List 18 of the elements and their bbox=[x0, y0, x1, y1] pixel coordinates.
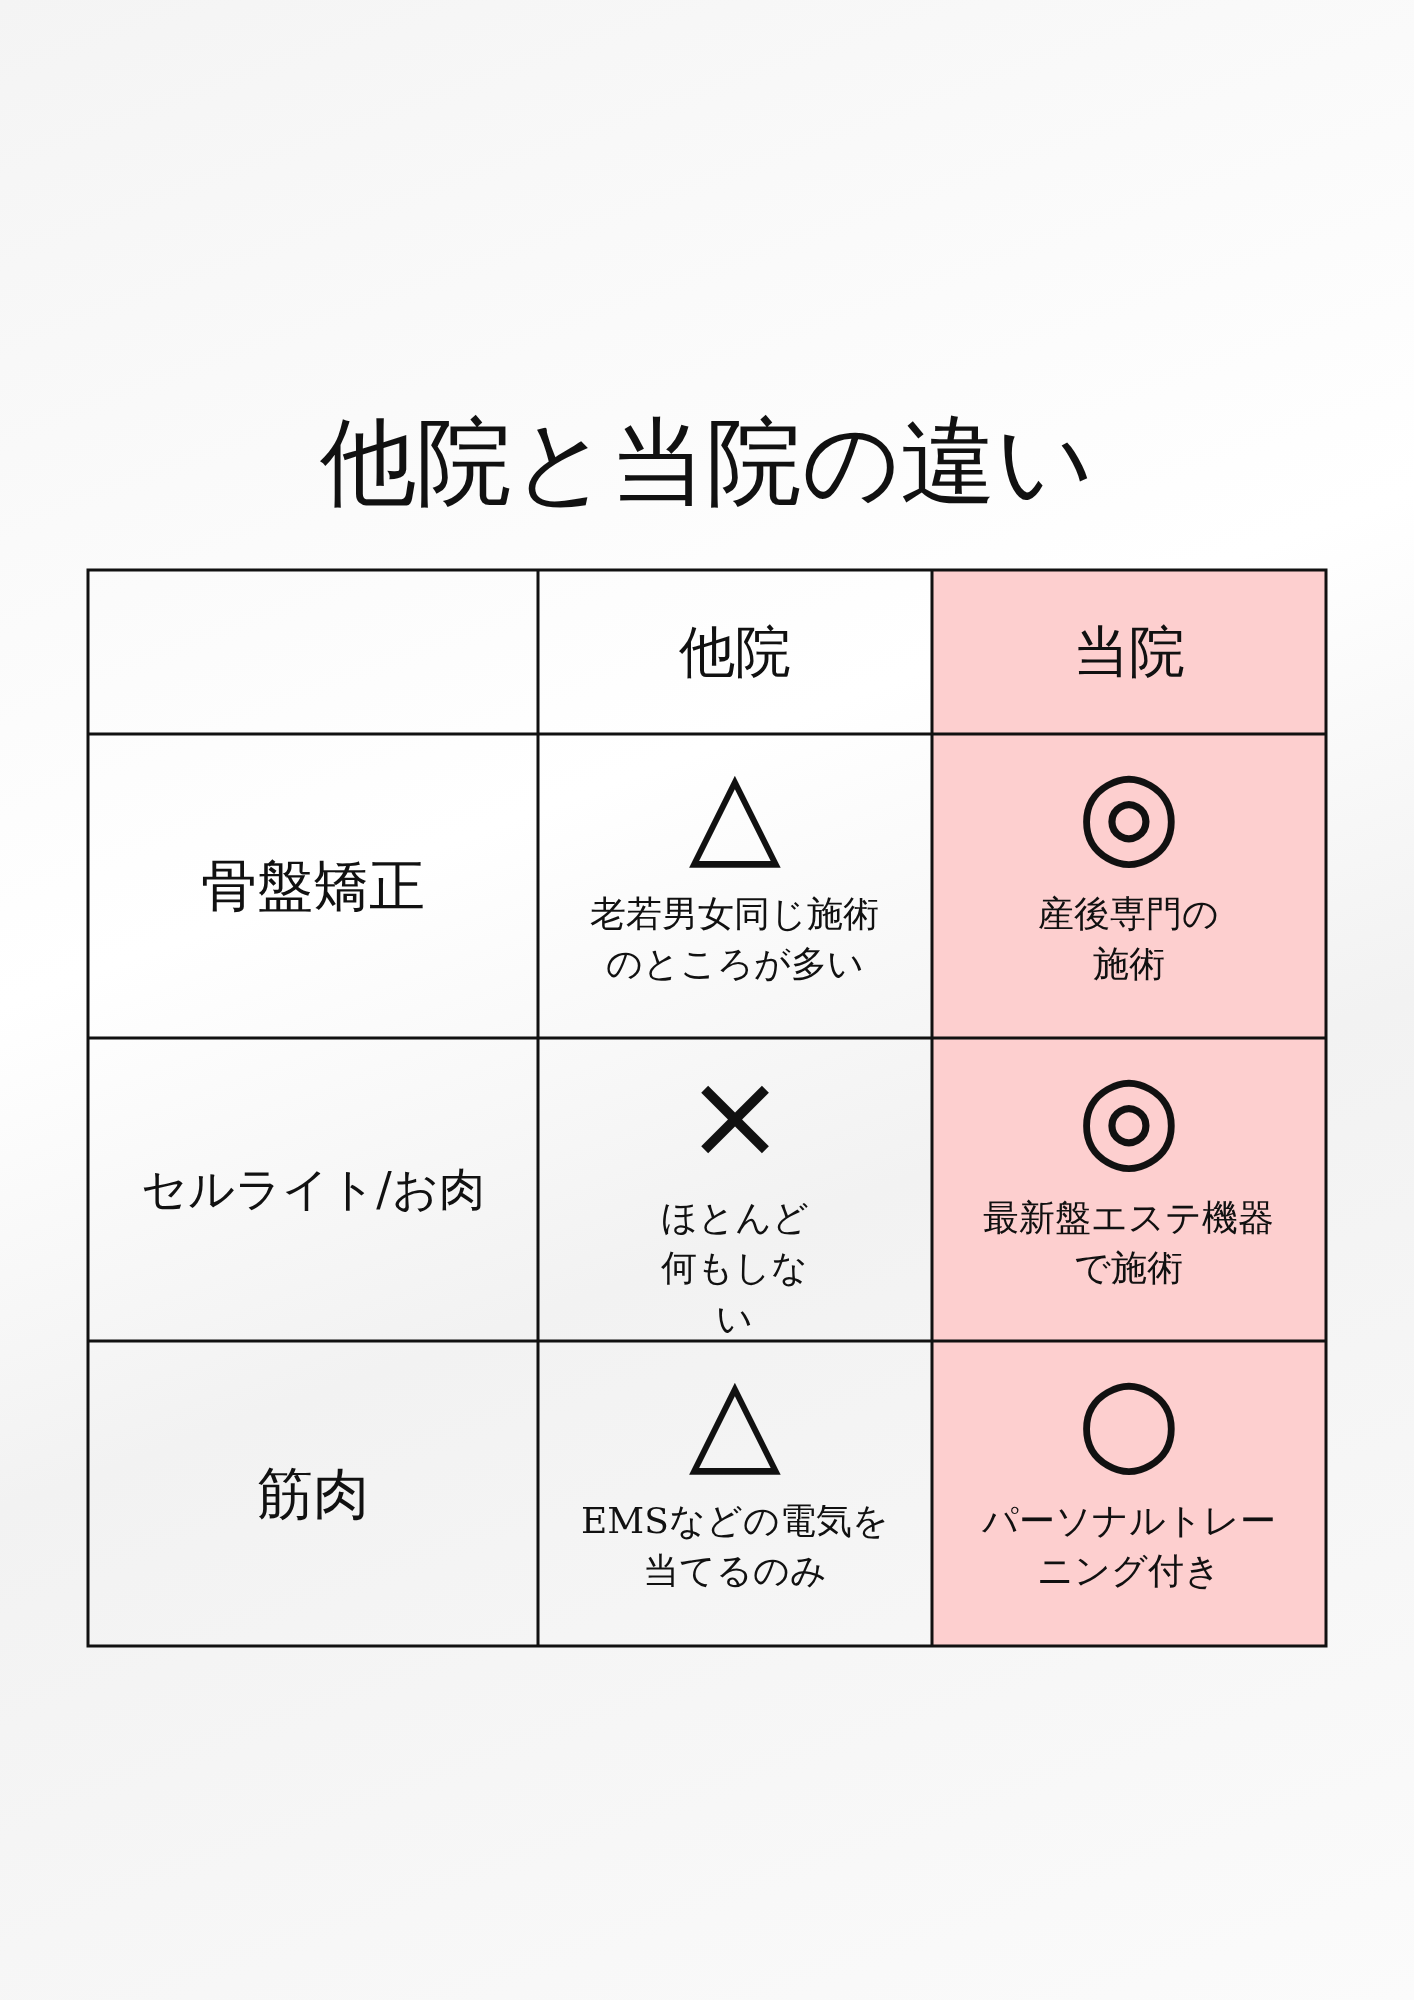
cell-note: 老若男女同じ施術のところが多い bbox=[589, 892, 881, 987]
rating-symbol: × bbox=[683, 1056, 787, 1176]
row-header: 筋肉 bbox=[256, 1459, 370, 1528]
column-header: 当院 bbox=[1072, 618, 1186, 686]
rating-symbol: ○ bbox=[1075, 1359, 1183, 1479]
title: 他院と当院の違い bbox=[319, 405, 1095, 520]
column-header: 他院 bbox=[678, 618, 792, 686]
cell-note: 産後専門の施術 bbox=[1037, 892, 1221, 987]
rating-symbol: ◎ bbox=[1075, 1056, 1183, 1176]
cell-note: パーソナルトレーニング付き bbox=[981, 1499, 1277, 1594]
rating-symbol: ◎ bbox=[1075, 752, 1183, 872]
cell-note: EMSなどの電気を当てるのみ bbox=[580, 1499, 890, 1594]
rating-symbol: △ bbox=[687, 752, 783, 872]
row-header: 骨盤矯正 bbox=[200, 852, 426, 920]
cell-note: 最新盤エステ機器で施術 bbox=[982, 1196, 1276, 1291]
row-header: セルライト/お肉 bbox=[140, 1161, 486, 1218]
rating-symbol: △ bbox=[687, 1359, 783, 1479]
cell-note: ほとんど何もしない bbox=[660, 1196, 810, 1341]
